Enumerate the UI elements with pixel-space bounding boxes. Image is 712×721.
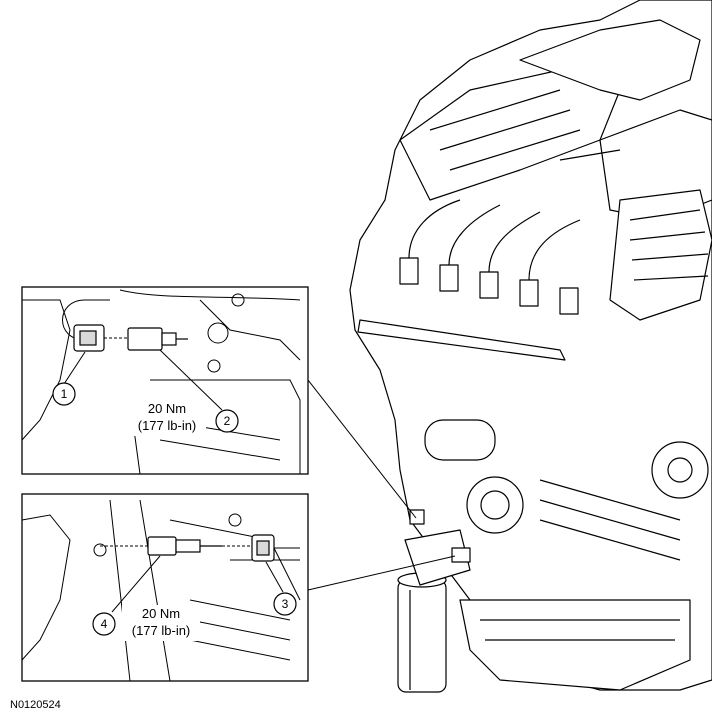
sensor-2 (127, 327, 188, 351)
engine-illustration (349, 0, 712, 693)
callout-3-label: 3 (282, 597, 289, 611)
callout-3-circle (273, 592, 297, 616)
callout-1-circle (52, 382, 76, 406)
callout-1-label: 1 (61, 387, 68, 401)
leader-line-upper (307, 379, 417, 519)
detail-box-upper: 1 2 20 Nm (177 lb-in) (21, 286, 309, 475)
leader-line-lower (307, 555, 456, 591)
torque-upper-imperial: (177 lb-in) (138, 418, 197, 433)
connector-3 (251, 534, 275, 562)
torque-upper-metric: 20 Nm (148, 401, 186, 416)
sensor-4 (147, 536, 222, 556)
torque-lower-imperial: (177 lb-in) (132, 623, 191, 638)
callout-4-circle (92, 612, 116, 636)
detail-box-lower: 3 4 20 Nm (177 lb-in) (21, 493, 309, 682)
connector-1 (73, 324, 105, 352)
torque-lower-metric: 20 Nm (142, 606, 180, 621)
callout-2-circle (215, 409, 239, 433)
figure-code: N0120524 (10, 699, 61, 711)
callout-2-label: 2 (224, 414, 231, 428)
callout-4-label: 4 (101, 617, 108, 631)
